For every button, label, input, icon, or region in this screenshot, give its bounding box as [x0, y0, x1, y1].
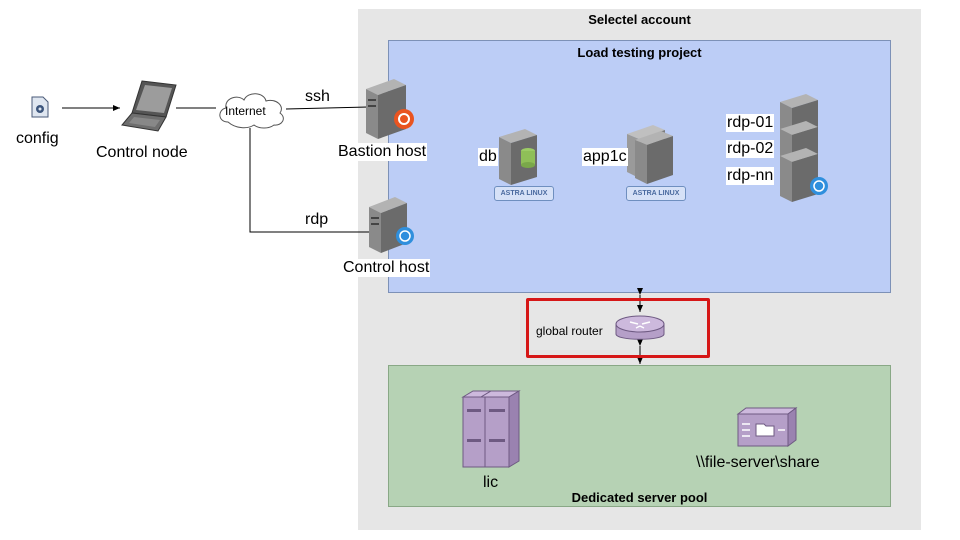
router-icon [614, 312, 666, 346]
server-rack-icon [461, 389, 521, 469]
internet-label: Internet [225, 104, 266, 118]
db-server-icon [497, 127, 547, 187]
ssh-label: ssh [305, 88, 330, 105]
edge-ssh [285, 106, 369, 110]
edge-rdp [249, 128, 370, 233]
app1c-server-icon [625, 122, 681, 186]
laptop-icon [120, 79, 178, 135]
rdp-label: rdp [305, 211, 329, 228]
rdp-nn-label: rdp-nn [726, 167, 775, 185]
selectel-account-title: Selectel account [588, 12, 691, 27]
dedicated-server-pool-title: Dedicated server pool [571, 490, 708, 505]
windows-icon [396, 227, 414, 245]
control-host-server-icon [367, 195, 417, 255]
ubuntu-icon [394, 109, 414, 129]
config-file-icon [30, 96, 50, 118]
bastion-host-label: Bastion host [337, 143, 428, 161]
global-router-label: global router [536, 324, 603, 338]
load-testing-project-title: Load testing project [577, 45, 702, 60]
windows-icon [810, 177, 828, 195]
rdp-02-label: rdp-02 [726, 140, 775, 158]
astra-linux-logo-app1c: ASTRA LINUX [626, 186, 686, 201]
app1c-label: app1c [582, 148, 628, 166]
control-node-label: Control node [96, 144, 188, 161]
global-router-highlight [526, 298, 710, 358]
control-host-label: Control host [342, 259, 431, 277]
rdp-01-label: rdp-01 [726, 114, 775, 132]
config-label: config [16, 130, 59, 147]
bastion-server-icon [364, 77, 416, 141]
file-share-icon [736, 406, 798, 448]
file-server-label: \\file-server\share [696, 454, 820, 471]
rdp-servers-icon [778, 92, 832, 204]
lic-label: lic [483, 474, 499, 491]
cloud-icon [214, 88, 288, 130]
db-label: db [478, 148, 498, 166]
astra-linux-logo-db: ASTRA LINUX [494, 186, 554, 201]
